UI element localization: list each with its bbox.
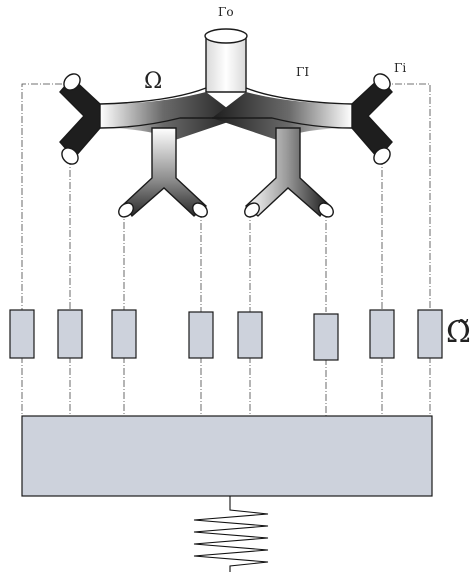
vessel-trunk xyxy=(205,35,247,93)
resistor-5 xyxy=(237,311,263,359)
outlet-right-top xyxy=(373,73,391,91)
resistor-7 xyxy=(369,309,395,359)
omega-label: Ω xyxy=(144,69,162,94)
resistor-3 xyxy=(111,309,137,359)
vessel-far-left xyxy=(59,76,101,160)
gamma-o-label: Γo xyxy=(218,5,234,19)
gamma-i-label: Γi xyxy=(394,61,406,75)
outlet-inner-3 xyxy=(244,202,260,218)
vessel-left-main xyxy=(100,92,240,140)
outlet-inner-1 xyxy=(118,202,134,218)
outlet-inner-4 xyxy=(318,202,334,218)
vessel-left-inner xyxy=(123,127,208,218)
resistor-4 xyxy=(188,311,214,359)
outlet-inner-2 xyxy=(192,202,208,218)
spring-element xyxy=(193,496,269,572)
omega-tilde-label: Ω̃ xyxy=(446,315,471,350)
vessel-right-main xyxy=(212,92,352,140)
ground-box xyxy=(21,415,433,497)
resistor-8 xyxy=(417,309,443,359)
inlet-top xyxy=(204,28,248,44)
outlet-left-top xyxy=(63,73,81,91)
vessel-right-inner xyxy=(244,127,329,218)
outlet-right-bottom xyxy=(373,147,391,165)
outlet-left-bottom xyxy=(61,147,79,165)
resistor-row xyxy=(9,309,443,361)
connection-wires xyxy=(21,83,431,416)
gamma-1-label: ΓI xyxy=(296,65,309,79)
resistor-1 xyxy=(9,309,35,359)
resistor-2 xyxy=(57,309,83,359)
resistor-6 xyxy=(313,313,339,361)
vessel-tree xyxy=(59,28,393,218)
